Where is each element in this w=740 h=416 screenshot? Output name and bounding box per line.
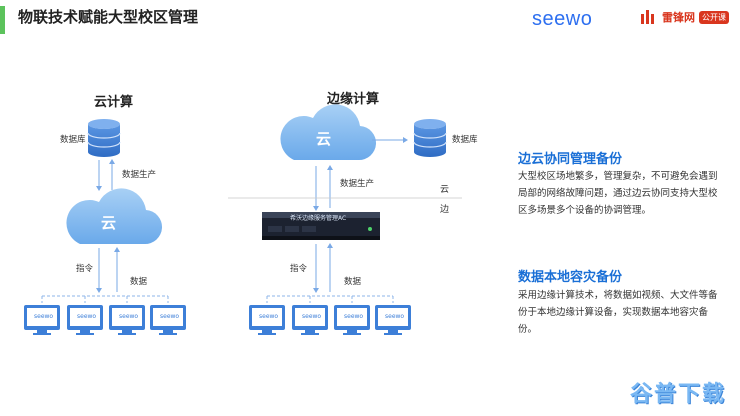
edge-server <box>262 212 380 240</box>
left-data-label: 数据 <box>130 277 148 287</box>
left-cloud-label: 云 <box>101 214 117 232</box>
left-device-3 <box>109 305 145 335</box>
leiphone-badge: 公开课 <box>699 10 729 24</box>
left-db-label: 数据库 <box>60 135 86 145</box>
left-cmd-label: 指令 <box>76 264 94 274</box>
tier-edge-label: 边 <box>440 205 450 215</box>
right-device-2 <box>292 305 328 335</box>
watermark: 谷普下载 <box>629 382 726 407</box>
right-device-1 <box>249 305 285 335</box>
left-device-4-label: seewo <box>160 313 180 320</box>
title-accent-bar <box>0 6 5 34</box>
edge-computing-heading: 边缘计算 <box>327 92 380 107</box>
seewo-logo: seewo <box>532 8 593 30</box>
left-device-1-label: seewo <box>34 313 54 320</box>
left-device-3-label: seewo <box>119 313 139 320</box>
local-disaster-backup-text: 采用边缘计算技术，将数据如视频、大文件等备份于本地边缘计算设备，实现数据本地容灾… <box>518 290 718 335</box>
right-data-label: 数据 <box>344 277 362 287</box>
left-produce-label: 数据生产 <box>122 170 157 180</box>
left-cloud <box>66 188 163 245</box>
right-device-3-label: seewo <box>344 313 364 320</box>
leiphone-text: 雷锋网 <box>662 11 695 24</box>
page-title: 物联技术赋能大型校区管理 <box>18 8 199 26</box>
right-cloud-label: 云 <box>316 130 332 148</box>
left-device-2 <box>67 305 103 335</box>
right-produce-label: 数据生产 <box>340 179 375 189</box>
leiphone-mark-icon <box>641 10 654 24</box>
right-device-3 <box>334 305 370 335</box>
right-database <box>413 118 447 158</box>
left-device-1 <box>24 305 60 335</box>
right-cmd-label: 指令 <box>290 264 308 274</box>
cloud-computing-heading: 云计算 <box>94 95 134 110</box>
left-device-2-label: seewo <box>77 313 97 320</box>
leiphone-logo: 雷锋网 公开课 <box>640 8 729 26</box>
tier-cloud-label: 云 <box>440 185 450 195</box>
right-device-4 <box>375 305 411 335</box>
right-device-2-label: seewo <box>302 313 322 320</box>
right-cloud <box>280 104 377 161</box>
right-device-4-label: seewo <box>385 313 405 320</box>
right-db-label: 数据库 <box>452 135 478 145</box>
right-device-1-label: seewo <box>259 313 279 320</box>
server-label: 希沃边缘服务管理AC <box>290 215 347 222</box>
edge-cloud-backup-heading: 边云协同管理备份 <box>518 152 623 167</box>
left-database <box>87 118 121 158</box>
edge-cloud-backup-text: 大型校区场地繁多，管理复杂，不可避免会遇到局部的网络故障问题，通过边云协同支持大… <box>518 171 718 216</box>
left-device-4 <box>150 305 186 335</box>
local-disaster-backup-heading: 数据本地容灾备份 <box>518 270 623 285</box>
